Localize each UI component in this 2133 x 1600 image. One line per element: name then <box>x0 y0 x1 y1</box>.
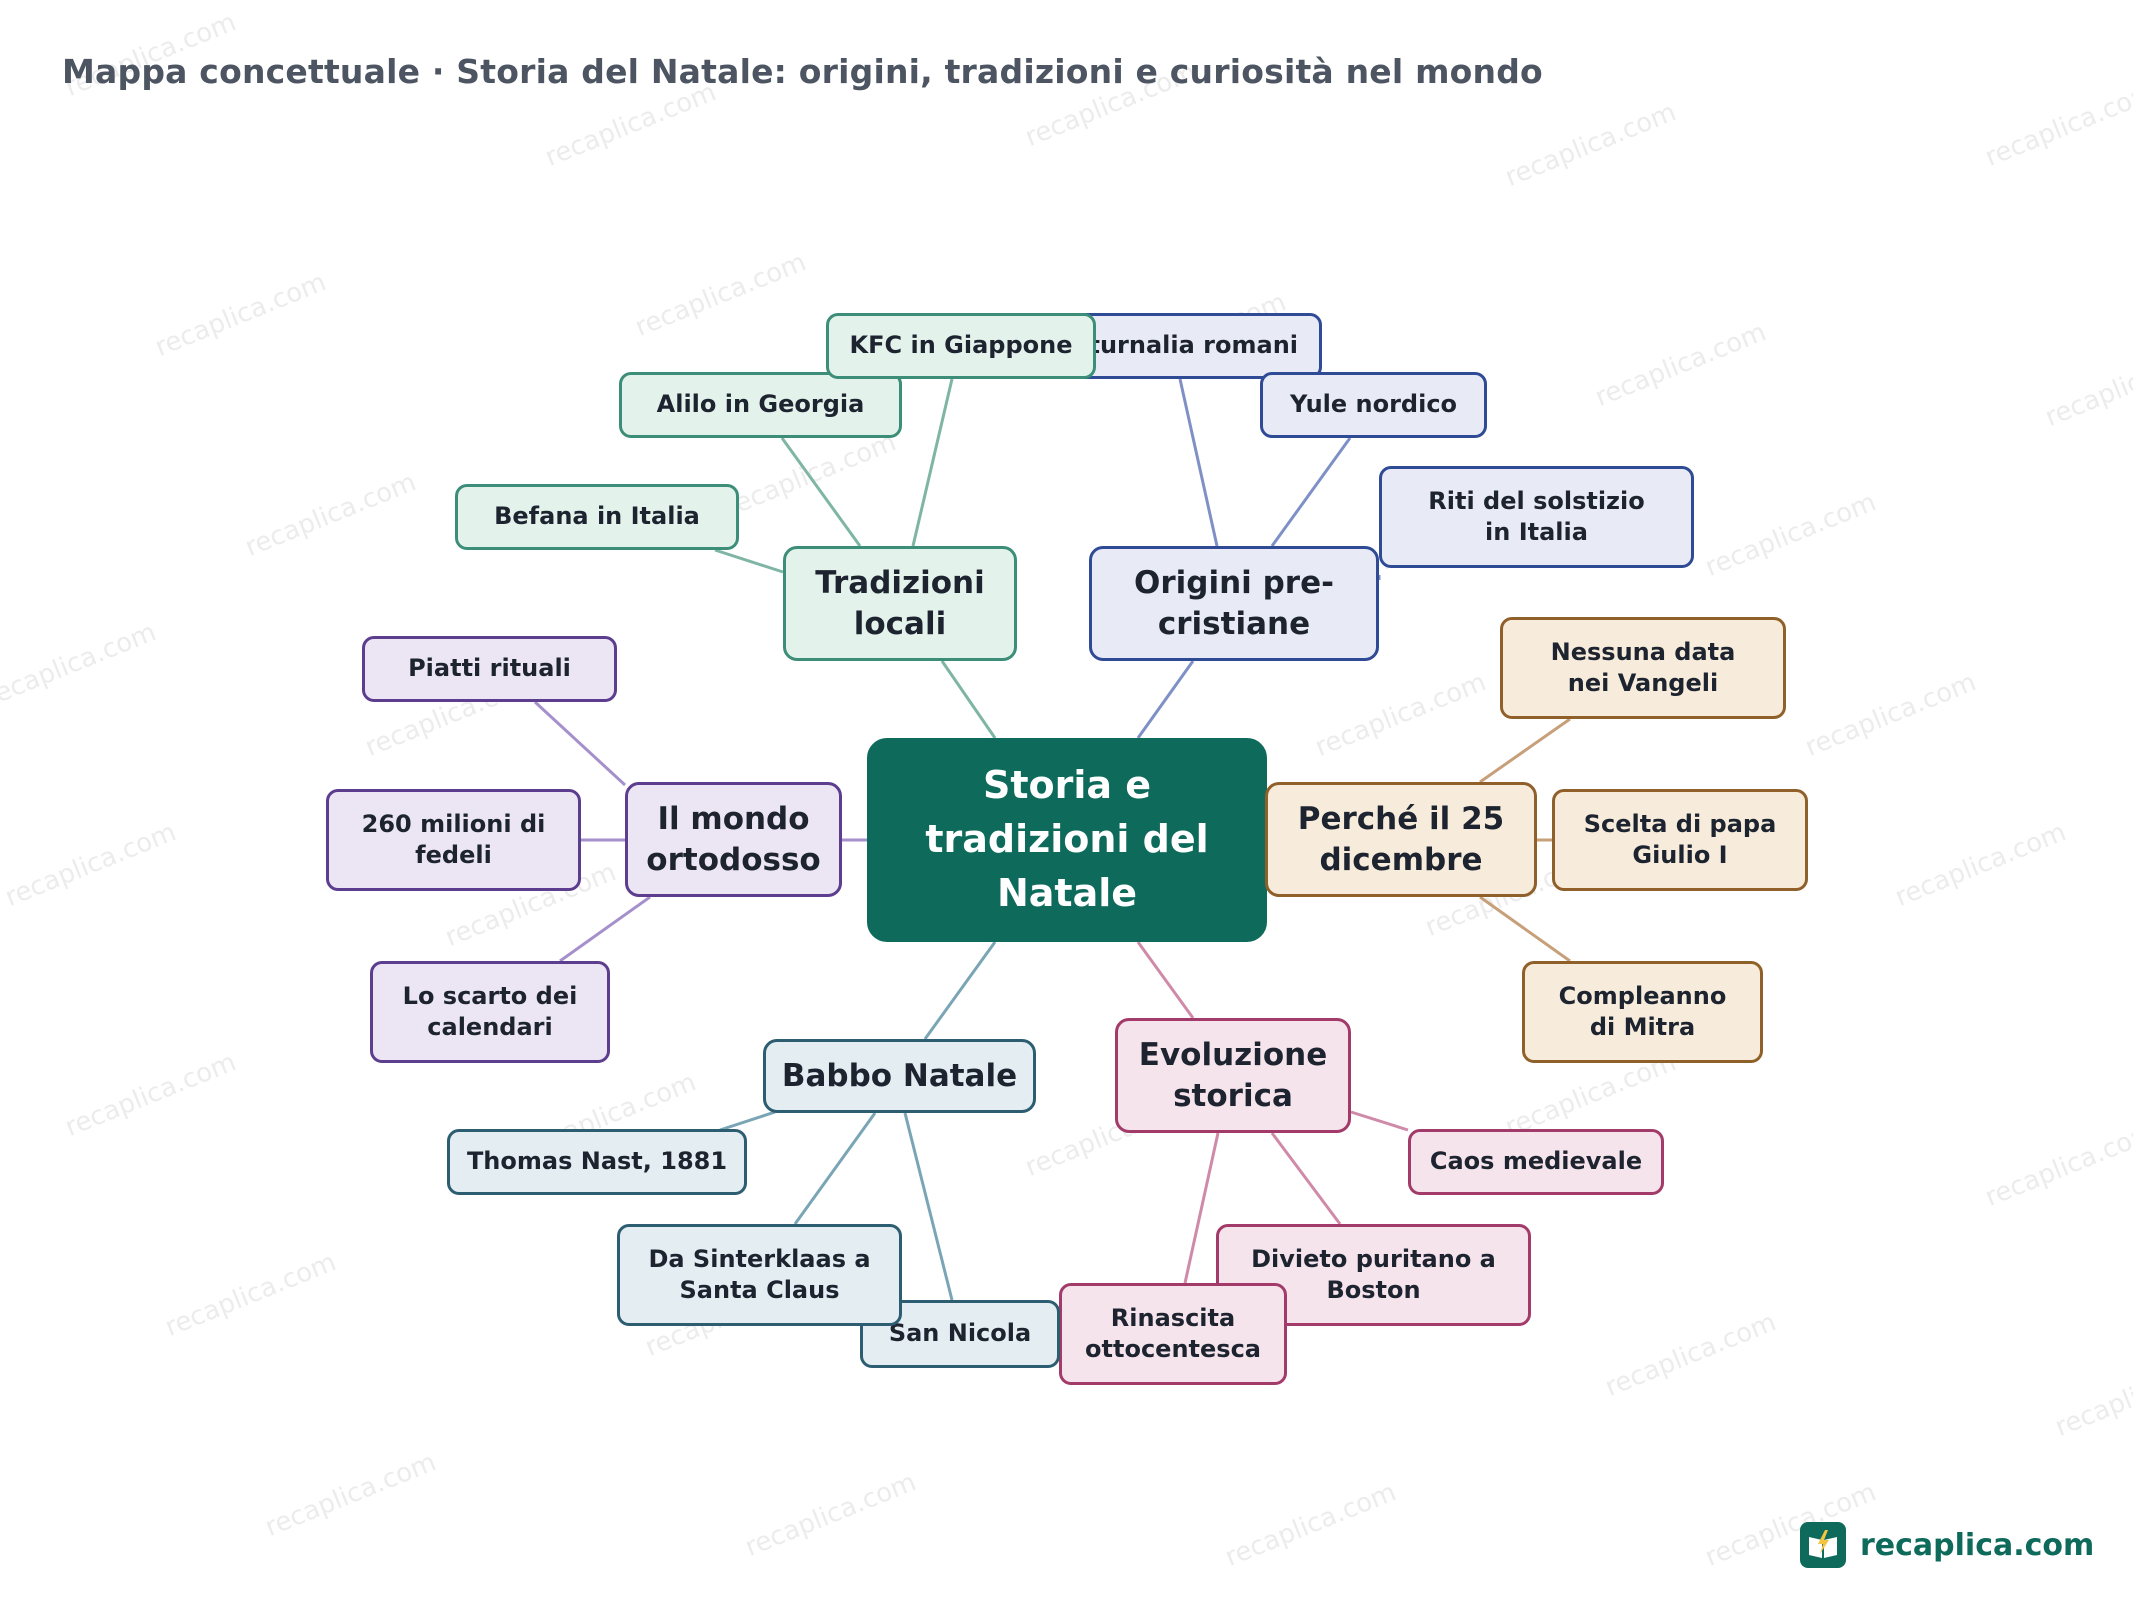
connector-line <box>714 548 784 574</box>
leaf-caos-medievale[interactable]: Caos medievale <box>1408 1129 1664 1195</box>
connector-line <box>1270 1132 1342 1225</box>
book-bolt-icon <box>1800 1522 1846 1568</box>
branch-label: Evoluzione storica <box>1138 1037 1328 1114</box>
center-label: Storia e tradizioni del Natale <box>925 763 1209 915</box>
leaf-label: Piatti rituali <box>408 654 571 683</box>
branch-label: Il mondo ortodosso <box>646 801 821 878</box>
connector-line <box>1270 437 1352 547</box>
leaf-label: Riti del solstizio in Italia <box>1428 486 1645 546</box>
branch-perche-25-dicembre[interactable]: Perché il 25 dicembre <box>1265 782 1537 897</box>
connector-line <box>1479 717 1571 784</box>
leaf-label: Da Sinterklaas a Santa Claus <box>648 1244 871 1304</box>
brand-logo-link[interactable]: recaplica.com <box>1800 1522 2094 1568</box>
branch-label: Perché il 25 dicembre <box>1297 801 1505 878</box>
branch-babbo-natale[interactable]: Babbo Natale <box>763 1039 1036 1113</box>
branch-origini-pre-cristiane[interactable]: Origini pre-cristiane <box>1089 546 1379 661</box>
leaf-thomas-nast[interactable]: Thomas Nast, 1881 <box>447 1129 747 1195</box>
leaf-label: Caos medievale <box>1429 1147 1643 1176</box>
connector-line <box>903 1112 954 1301</box>
branch-label: Origini pre-cristiane <box>1134 565 1334 642</box>
connector-line <box>793 1112 877 1225</box>
leaf-label: Lo scarto dei calendari <box>402 981 578 1041</box>
connector-line <box>911 378 954 547</box>
leaf-label: San Nicola <box>888 1319 1032 1348</box>
leaf-kfc-giappone[interactable]: KFC in Giappone <box>826 313 1096 379</box>
leaf-label: KFC in Giappone <box>849 331 1073 360</box>
connector-line <box>1178 378 1219 547</box>
connector-line <box>923 941 997 1040</box>
leaf-label: Compleanno di Mitra <box>1558 981 1727 1041</box>
branch-evoluzione-storica[interactable]: Evoluzione storica <box>1115 1018 1351 1133</box>
connector-line <box>1136 660 1195 739</box>
connector-line <box>1136 941 1195 1019</box>
leaf-scarto-calendari[interactable]: Lo scarto dei calendari <box>370 961 610 1063</box>
leaf-label: 260 milioni di fedeli <box>361 809 546 869</box>
leaf-260-milioni-fedeli[interactable]: 260 milioni di fedeli <box>326 789 581 891</box>
branch-mondo-ortodosso[interactable]: Il mondo ortodosso <box>625 782 842 897</box>
leaf-compleanno-mitra[interactable]: Compleanno di Mitra <box>1522 961 1763 1063</box>
leaf-divieto-puritano[interactable]: Divieto puritano a Boston <box>1216 1224 1531 1326</box>
branch-tradizioni-locali[interactable]: Tradizioni locali <box>783 546 1017 661</box>
leaf-nessuna-data-vangeli[interactable]: Nessuna data nei Vangeli <box>1500 617 1786 719</box>
leaf-papa-giulio[interactable]: Scelta di papa Giulio I <box>1552 789 1808 891</box>
brand-name: recaplica.com <box>1860 1527 2095 1563</box>
leaf-label: Thomas Nast, 1881 <box>466 1147 728 1176</box>
leaf-piatti-rituali[interactable]: Piatti rituali <box>362 636 617 702</box>
connector-line <box>559 895 651 963</box>
leaf-label: Rinascita ottocentesca <box>1085 1303 1261 1363</box>
center-node[interactable]: Storia e tradizioni del Natale <box>867 738 1267 942</box>
connector-line <box>533 700 627 787</box>
page-title: Mappa concettuale · Storia del Natale: o… <box>62 52 1543 91</box>
connector-line <box>1350 1110 1409 1132</box>
connector-line <box>1183 1132 1220 1284</box>
leaf-label: Alilo in Georgia <box>656 390 865 419</box>
leaf-rinascita-ottocentesca[interactable]: Rinascita ottocentesca <box>1059 1283 1287 1385</box>
leaf-label: Yule nordico <box>1289 390 1458 419</box>
leaf-befana-italia[interactable]: Befana in Italia <box>455 484 739 550</box>
leaf-sinterklaas-santa-claus[interactable]: Da Sinterklaas a Santa Claus <box>617 1224 902 1326</box>
leaf-label: Befana in Italia <box>494 502 700 531</box>
leaf-label: Nessuna data nei Vangeli <box>1550 637 1736 697</box>
connector-line <box>940 660 997 739</box>
leaf-alilo-georgia[interactable]: Alilo in Georgia <box>619 372 902 438</box>
connector-line <box>1479 895 1571 963</box>
leaf-label: Divieto puritano a Boston <box>1251 1244 1496 1304</box>
branch-label: Babbo Natale <box>781 1057 1018 1094</box>
leaf-yule-nordico[interactable]: Yule nordico <box>1260 372 1487 438</box>
connector-line <box>780 437 862 547</box>
connector-line <box>719 1110 776 1132</box>
leaf-riti-solstizio[interactable]: Riti del solstizio in Italia <box>1379 466 1694 568</box>
leaf-label: Scelta di papa Giulio I <box>1583 809 1777 869</box>
branch-label: Tradizioni locali <box>815 565 985 642</box>
